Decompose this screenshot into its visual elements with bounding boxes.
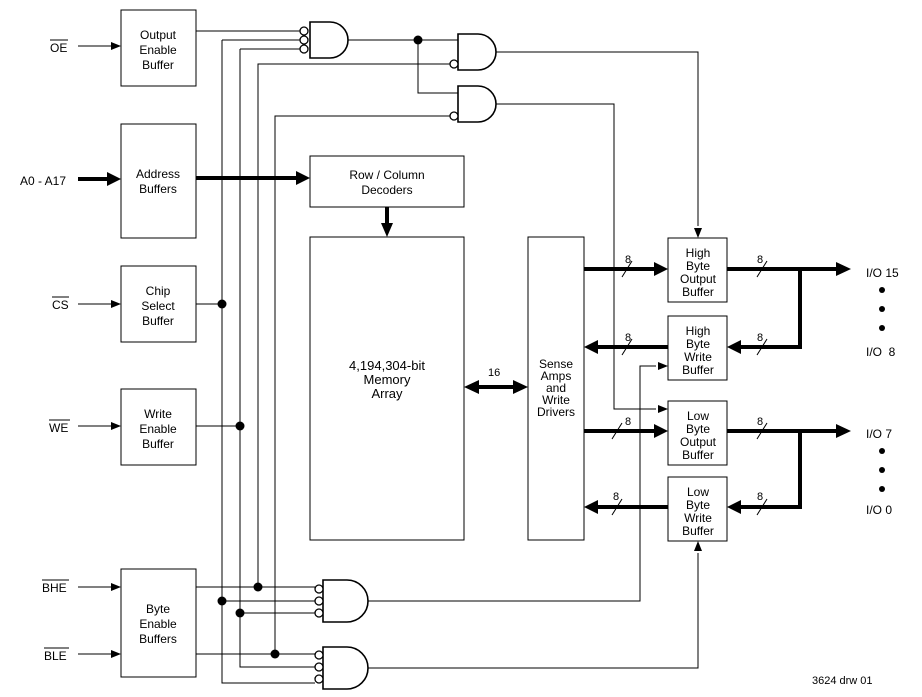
- svg-text:High: High: [686, 246, 711, 260]
- svg-text:Output: Output: [680, 435, 717, 449]
- svg-text:Byte: Byte: [686, 259, 710, 273]
- svg-text:8: 8: [757, 491, 763, 503]
- address-to-decoder-bus: [196, 171, 393, 237]
- write-enable-buffer: Write Enable Buffer: [120, 388, 197, 466]
- svg-text:Buffers: Buffers: [139, 182, 177, 196]
- svg-text:Low: Low: [687, 409, 709, 423]
- address-buffers: Address Buffers: [120, 123, 197, 239]
- svg-text:Write: Write: [684, 350, 712, 364]
- and-gate-low-output: [449, 85, 497, 123]
- svg-text:8: 8: [613, 491, 619, 503]
- svg-text:Byte: Byte: [686, 422, 710, 436]
- svg-text:8: 8: [757, 332, 763, 344]
- low-byte-output-buffer: Low Byte Output Buffer: [667, 400, 728, 466]
- low-byte-write-buffer: Low Byte Write Buffer: [667, 476, 728, 542]
- signal-ble: BLE: [44, 649, 67, 663]
- svg-text:Byte: Byte: [686, 337, 710, 351]
- output-enable-buffer: Output Enable Buffer: [120, 9, 197, 87]
- and-gate-high-write: [314, 579, 369, 623]
- signal-bhe: BHE: [42, 581, 67, 595]
- svg-text:Low: Low: [687, 485, 709, 499]
- svg-text:Buffer: Buffer: [682, 363, 714, 377]
- svg-text:Write: Write: [542, 393, 570, 407]
- svg-text:Byte: Byte: [686, 498, 710, 512]
- and-gate-low-write: [314, 646, 369, 690]
- memory-array: 4,194,304-bit Memory Array: [309, 236, 465, 541]
- chip-select-buffer: Chip Select Buffer: [120, 265, 197, 343]
- svg-text:Chip: Chip: [146, 284, 171, 298]
- svg-text:Row / Column: Row / Column: [349, 168, 424, 182]
- svg-text:Enable: Enable: [139, 43, 177, 57]
- svg-text:Output: Output: [680, 272, 717, 286]
- svg-text:Byte: Byte: [146, 602, 170, 616]
- io-low-ellipsis: [879, 448, 885, 492]
- svg-text:Write: Write: [144, 407, 172, 421]
- svg-text:Write: Write: [684, 511, 712, 525]
- byte-enable-buffers: Byte Enable Buffers: [120, 568, 197, 678]
- svg-text:Buffers: Buffers: [139, 632, 177, 646]
- signal-address: A0 - A17: [20, 174, 66, 188]
- signal-cs: CS: [52, 298, 69, 312]
- io-label-15: I/O 15: [866, 266, 899, 280]
- io-high-ellipsis: [879, 287, 885, 331]
- svg-text:8: 8: [625, 332, 631, 344]
- svg-text:Buffer: Buffer: [142, 437, 174, 451]
- drawing-id: 3624 drw 01: [812, 675, 873, 687]
- svg-text:Amps: Amps: [541, 369, 572, 383]
- array-sense-bus: 16: [464, 367, 528, 394]
- control-wiring: [196, 30, 702, 684]
- bus-width-16: 16: [488, 367, 500, 379]
- svg-text:Decoders: Decoders: [361, 183, 412, 197]
- svg-text:Array: Array: [371, 386, 403, 401]
- high-byte-write-buffer: High Byte Write Buffer: [667, 315, 728, 381]
- io-label-0: I/O 0: [866, 503, 892, 517]
- io-label-7: I/O 7: [866, 427, 892, 441]
- svg-text:Buffer: Buffer: [142, 314, 174, 328]
- svg-text:Enable: Enable: [139, 617, 177, 631]
- svg-text:8: 8: [625, 416, 631, 428]
- and-gate-oe: [299, 21, 349, 59]
- signal-oe: OE: [50, 41, 67, 55]
- svg-text:High: High: [686, 324, 711, 338]
- svg-text:Sense: Sense: [539, 357, 573, 371]
- svg-text:and: and: [546, 381, 566, 395]
- signal-we: WE: [49, 421, 68, 435]
- svg-text:Buffer: Buffer: [682, 285, 714, 299]
- sense-amps-write-drivers: Sense Amps and Write Drivers: [527, 236, 585, 541]
- svg-text:Memory: Memory: [364, 372, 411, 387]
- io-label-8: I/O 8: [866, 345, 896, 359]
- and-gate-high-output: [449, 33, 497, 71]
- svg-text:4,194,304-bit: 4,194,304-bit: [349, 358, 425, 373]
- svg-text:Buffer: Buffer: [682, 524, 714, 538]
- svg-text:Buffer: Buffer: [142, 58, 174, 72]
- svg-text:Address: Address: [136, 167, 180, 181]
- svg-text:Enable: Enable: [139, 422, 177, 436]
- io-buses: 8 8 8 8: [727, 254, 851, 516]
- byte-data-buses: 8 8 8 8: [584, 254, 668, 516]
- input-arrows: [78, 42, 121, 658]
- svg-text:Buffer: Buffer: [682, 448, 714, 462]
- svg-text:8: 8: [757, 416, 763, 428]
- svg-text:Drivers: Drivers: [537, 405, 575, 419]
- svg-text:8: 8: [625, 254, 631, 266]
- svg-text:Output: Output: [140, 28, 177, 42]
- high-byte-output-buffer: High Byte Output Buffer: [667, 237, 728, 303]
- svg-text:8: 8: [757, 254, 763, 266]
- svg-text:Select: Select: [141, 299, 175, 313]
- row-column-decoders: Row / Column Decoders: [309, 155, 465, 208]
